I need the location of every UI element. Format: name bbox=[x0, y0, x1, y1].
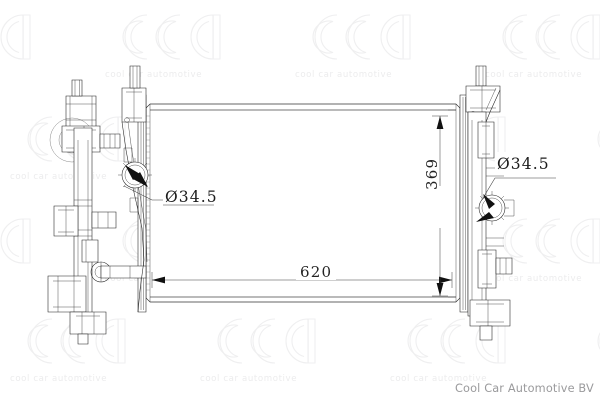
callout-left-diameter-label: Ø34.5 bbox=[165, 188, 218, 206]
footer-caption: Cool Car Automotive BV bbox=[455, 382, 594, 395]
watermark-tagline: cool car automotive bbox=[390, 374, 487, 384]
dimension-width-620: 620 bbox=[151, 262, 453, 288]
right-side-plate bbox=[459, 94, 469, 313]
right-outlet-port bbox=[475, 191, 515, 225]
dimension-height-369: 369 bbox=[423, 109, 456, 298]
watermark-tagline: cool car automotive bbox=[10, 374, 107, 384]
watermark-tagline: cool car automotive bbox=[295, 70, 392, 80]
callout-left-diameter: Ø34.5 bbox=[123, 165, 219, 206]
watermark-tagline: cool car automotive bbox=[485, 70, 582, 80]
callout-right-diameter-label: Ø34.5 bbox=[497, 155, 550, 173]
left-upper-bracket bbox=[121, 65, 148, 313]
dimension-width-label: 620 bbox=[300, 263, 332, 281]
watermark-tagline: cool car automotive bbox=[485, 274, 582, 284]
watermark-tagline: cool car automotive bbox=[10, 172, 107, 182]
left-tank-side-view bbox=[47, 79, 147, 345]
callout-right-diameter: Ø34.5 bbox=[476, 152, 556, 222]
watermark-tagline: cool car automotive bbox=[105, 70, 202, 80]
watermark-tagline: cool car automotive bbox=[200, 374, 297, 384]
right-tank-side-view bbox=[465, 65, 513, 341]
dimension-height-label: 369 bbox=[423, 158, 441, 190]
